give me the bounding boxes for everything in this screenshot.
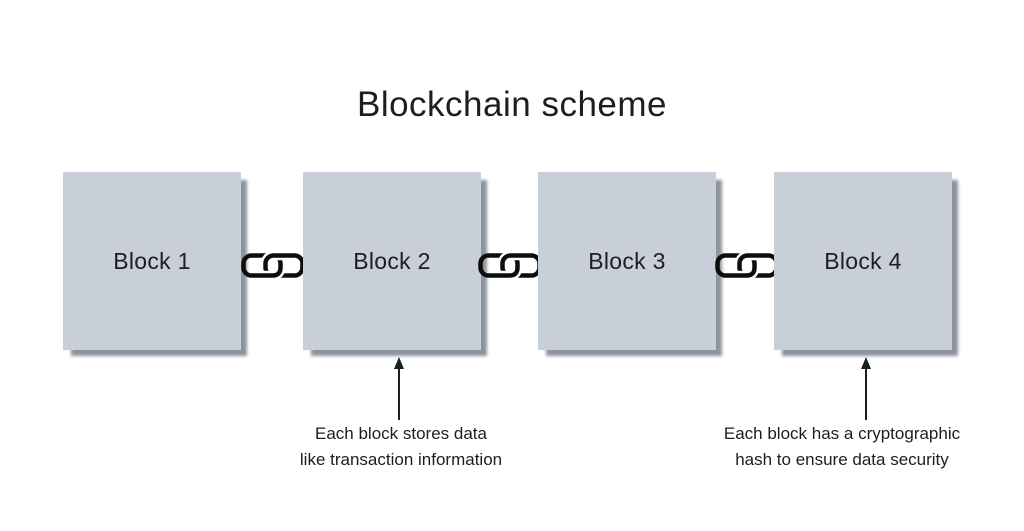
block-2-label: Block 2 bbox=[353, 247, 431, 274]
arrow-line bbox=[398, 369, 400, 420]
annotation-line: like transaction information bbox=[299, 450, 503, 469]
block-1: Block 1 bbox=[63, 172, 241, 350]
chain-link-icon bbox=[715, 252, 779, 279]
annotation-arrow-block-2 bbox=[394, 357, 404, 420]
block-1-label: Block 1 bbox=[113, 247, 191, 274]
diagram-title: Blockchain scheme bbox=[356, 85, 668, 124]
arrow-up-icon bbox=[394, 357, 404, 369]
block-3: Block 3 bbox=[538, 172, 716, 350]
annotation-arrow-block-4 bbox=[861, 357, 871, 420]
block-4-label: Block 4 bbox=[824, 247, 902, 274]
chain-link-icon bbox=[241, 252, 305, 279]
annotation-block-4: Each block has a cryptographic hash to e… bbox=[724, 421, 960, 473]
chain-link-icon bbox=[478, 252, 542, 279]
annotation-block-2: Each block stores data like transaction … bbox=[300, 421, 502, 473]
arrow-line bbox=[865, 369, 867, 420]
block-2: Block 2 bbox=[303, 172, 481, 350]
annotation-line: hash to ensure data security bbox=[735, 450, 949, 469]
arrow-up-icon bbox=[861, 357, 871, 369]
annotation-line: Each block stores data bbox=[315, 424, 487, 443]
block-4: Block 4 bbox=[774, 172, 952, 350]
annotation-line: Each block has a cryptographic bbox=[723, 424, 961, 443]
block-3-label: Block 3 bbox=[588, 247, 666, 274]
